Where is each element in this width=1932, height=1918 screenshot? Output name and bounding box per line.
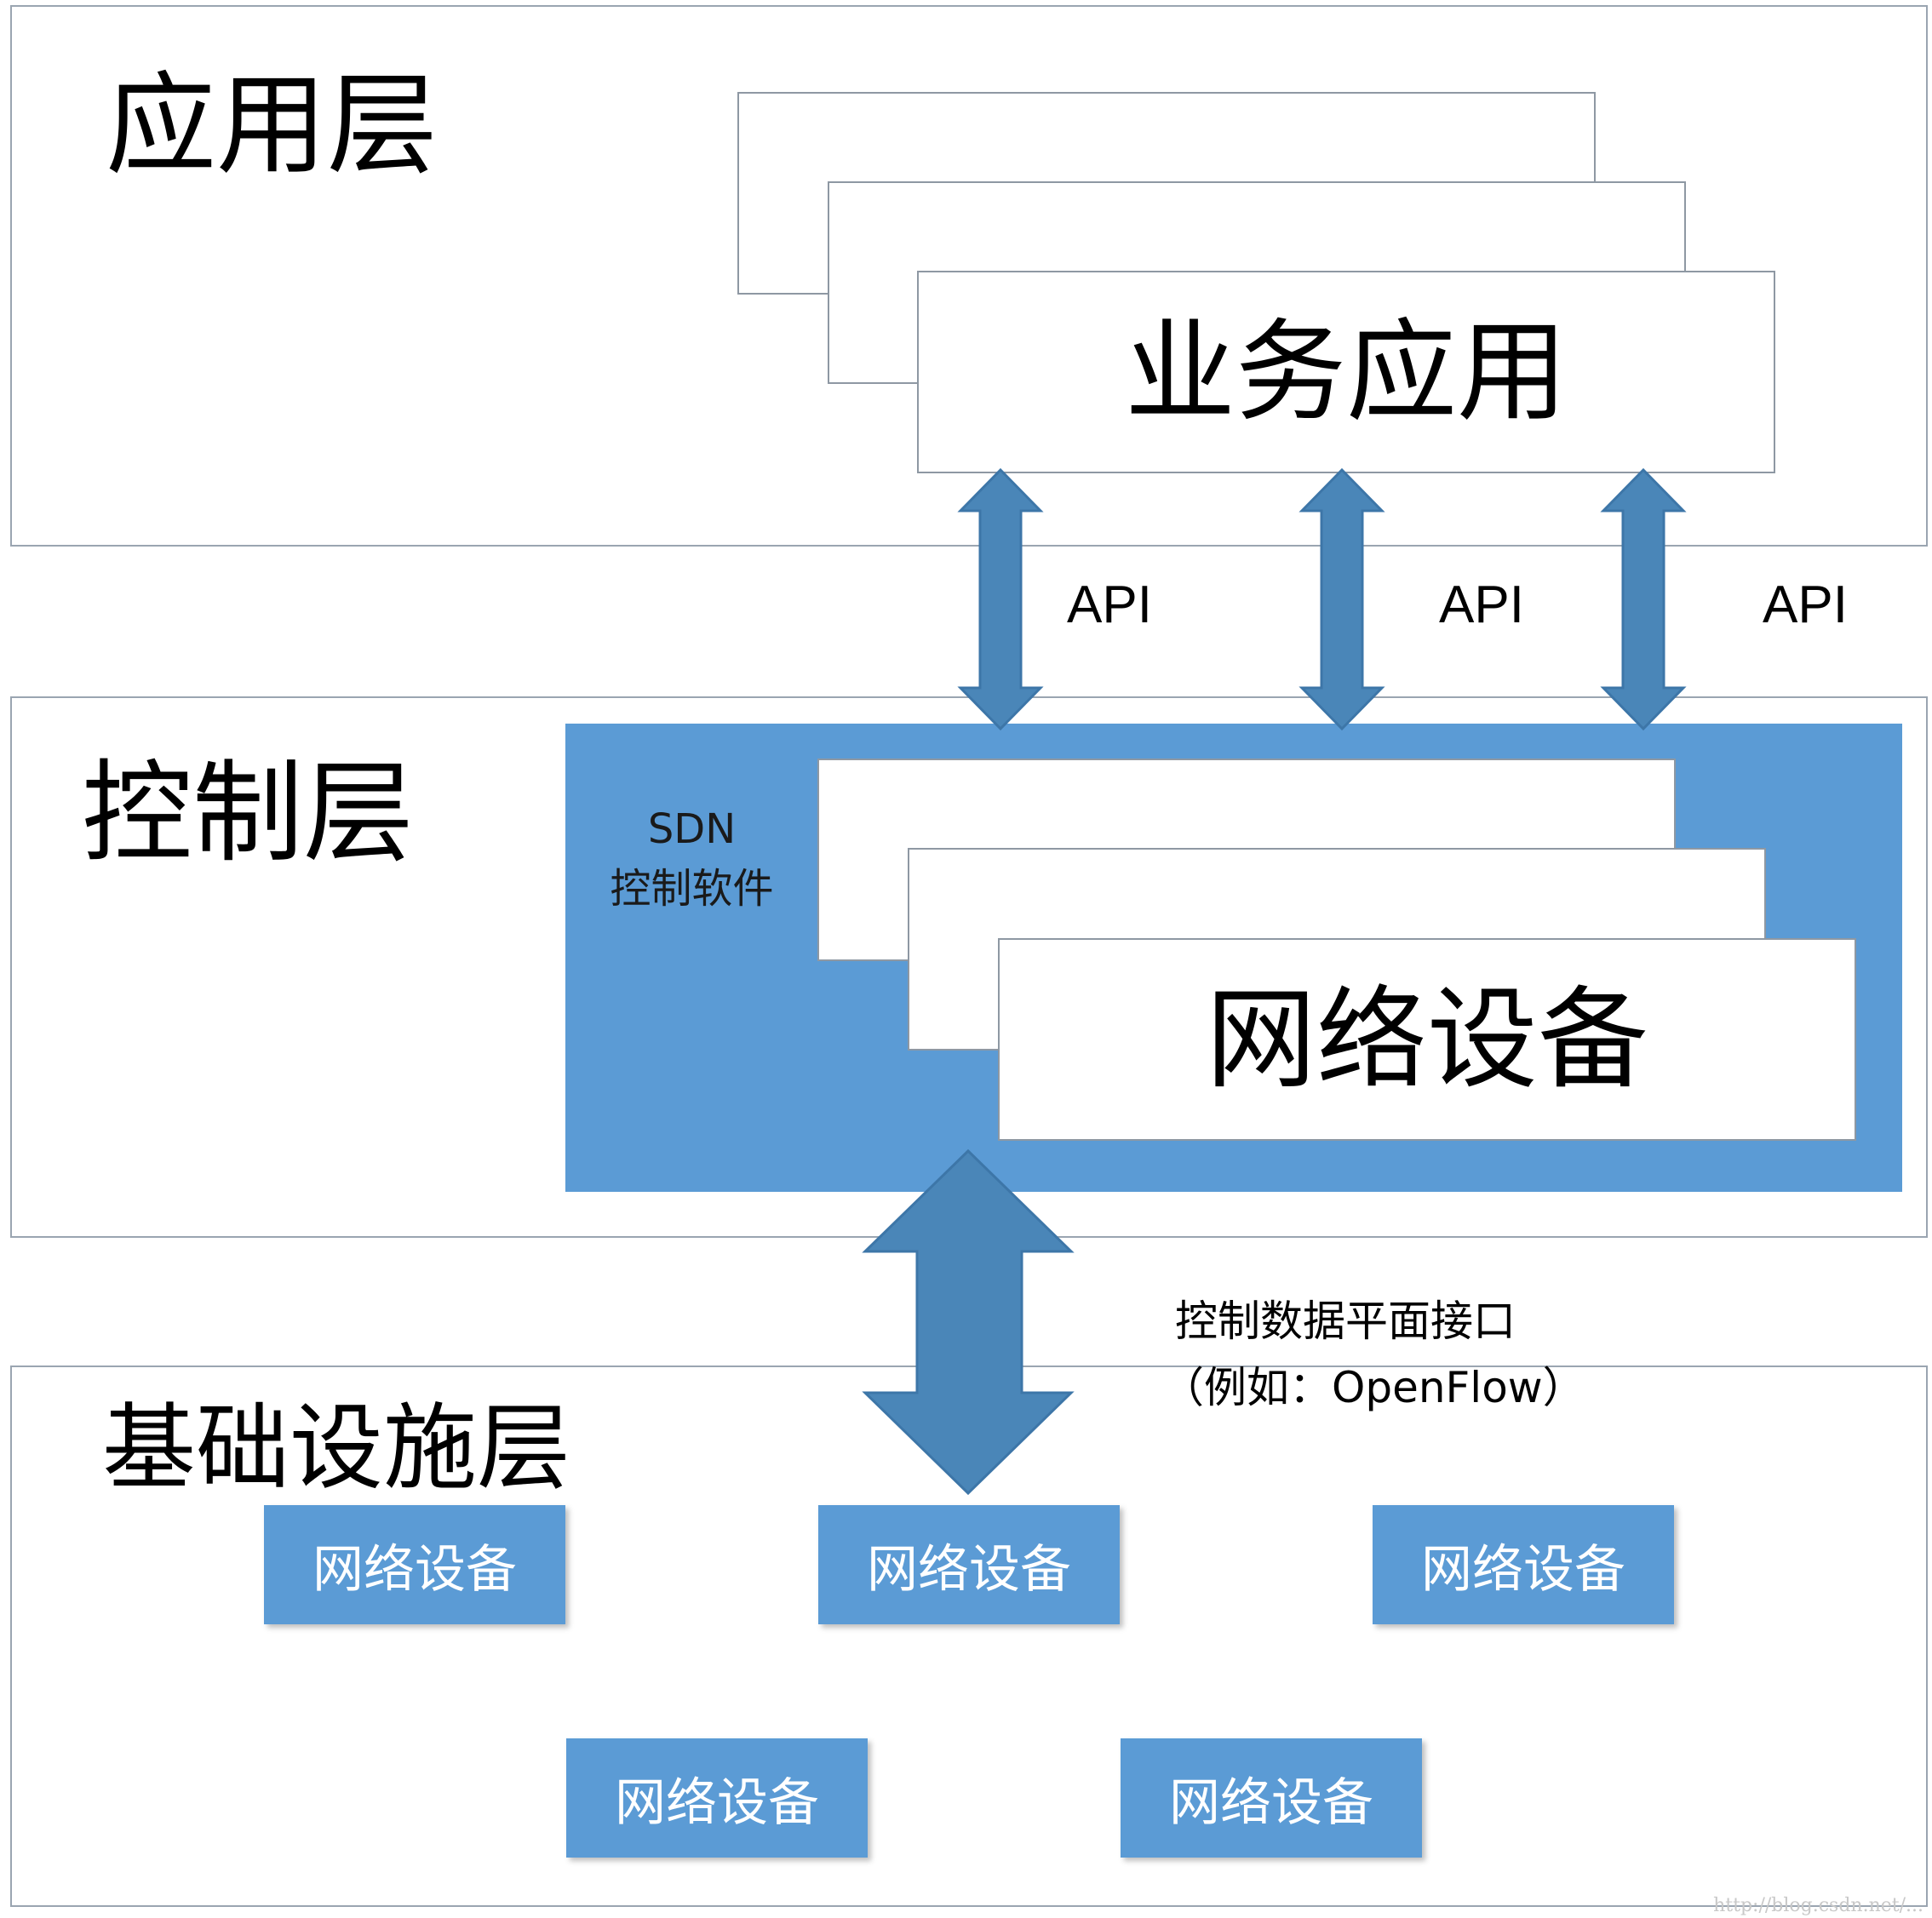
control-layer-title: 控制层 — [82, 748, 415, 878]
sdn-label-line2: 控制软件 — [610, 864, 774, 913]
application-card-label: 业务应用 — [1124, 307, 1568, 437]
interface-label: 控制数据平面接口 （例如：OpenFlow） — [1161, 1289, 1585, 1421]
infrastructure-layer-title: 基础设施层 — [102, 1394, 570, 1503]
sdn-label-line1: SDN — [647, 805, 737, 853]
api-label-2: API — [1439, 575, 1524, 634]
api-label-3: API — [1763, 575, 1848, 634]
sdn-software-label: SDN 控制软件 — [588, 800, 796, 919]
network-device-5: 网络设备 — [1121, 1738, 1422, 1858]
api-label-1: API — [1067, 575, 1152, 634]
watermark: http://blog.csdn.net/... — [1713, 1895, 1923, 1916]
network-device-3: 网络设备 — [1373, 1505, 1674, 1624]
network-device-2: 网络设备 — [818, 1505, 1120, 1624]
control-card-front: 网络设备 — [998, 938, 1856, 1141]
application-layer-title: 应用层 — [106, 60, 439, 190]
api-arrow-1 — [957, 467, 1044, 731]
network-device-1: 网络设备 — [264, 1505, 565, 1624]
application-card-front: 业务应用 — [917, 271, 1775, 473]
network-device-4: 网络设备 — [566, 1738, 868, 1858]
interface-label-line2: （例如：OpenFlow） — [1161, 1362, 1585, 1412]
control-data-interface-arrow — [862, 1148, 1075, 1496]
api-arrow-3 — [1600, 467, 1687, 731]
interface-label-line1: 控制数据平面接口 — [1175, 1297, 1516, 1346]
control-card-label: 网络设备 — [1205, 975, 1648, 1104]
api-arrow-2 — [1299, 467, 1385, 731]
